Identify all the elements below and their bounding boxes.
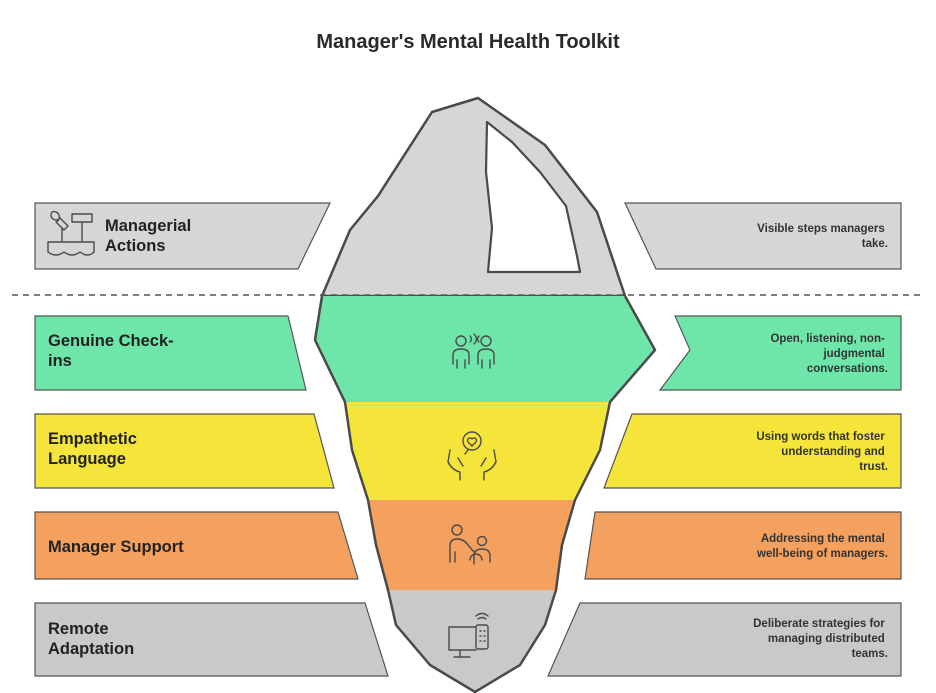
iceberg-snowcap (484, 120, 582, 274)
panel-left-remote (34, 602, 389, 677)
tools-icon (47, 210, 95, 256)
people-talking-icon (452, 333, 495, 369)
panel-right-support (584, 511, 902, 580)
helping-person-icon (449, 524, 491, 565)
label-remote: Remote Adaptation (48, 620, 134, 658)
description-support: Addressing the mental well-being of mana… (756, 533, 888, 560)
iceberg-band-empathetic (345, 402, 610, 500)
panel-right-empathetic (603, 413, 902, 489)
label-empathetic: Empathetic Language (48, 430, 142, 468)
description-checkins: Open, listening, non- judgmental convers… (770, 333, 888, 375)
description-managerial: Visible steps managers take. (757, 223, 888, 250)
panel-right-managerial (624, 202, 902, 270)
diagram-title: Manager's Mental Health Toolkit (316, 31, 620, 53)
label-support: Manager Support (48, 538, 184, 556)
iceberg-band-remote (388, 590, 556, 692)
panel-right-checkins (658, 315, 902, 391)
panel-left-empathetic (34, 413, 335, 489)
panel-left-support (34, 511, 359, 580)
hands-heart-icon (447, 431, 497, 481)
description-remote: Deliberate strategies for managing distr… (753, 618, 888, 660)
panel-left-managerial (34, 202, 331, 270)
label-checkins: Genuine Check- ins (48, 332, 178, 370)
iceberg-band-support (368, 500, 575, 590)
description-empathetic: Using words that foster understanding an… (756, 431, 888, 473)
iceberg-outline (313, 295, 657, 693)
remote-device-icon (448, 612, 489, 658)
panel-left-checkins (34, 315, 307, 391)
panel-right-remote (547, 602, 902, 677)
label-managerial: Managerial Actions (105, 217, 196, 255)
